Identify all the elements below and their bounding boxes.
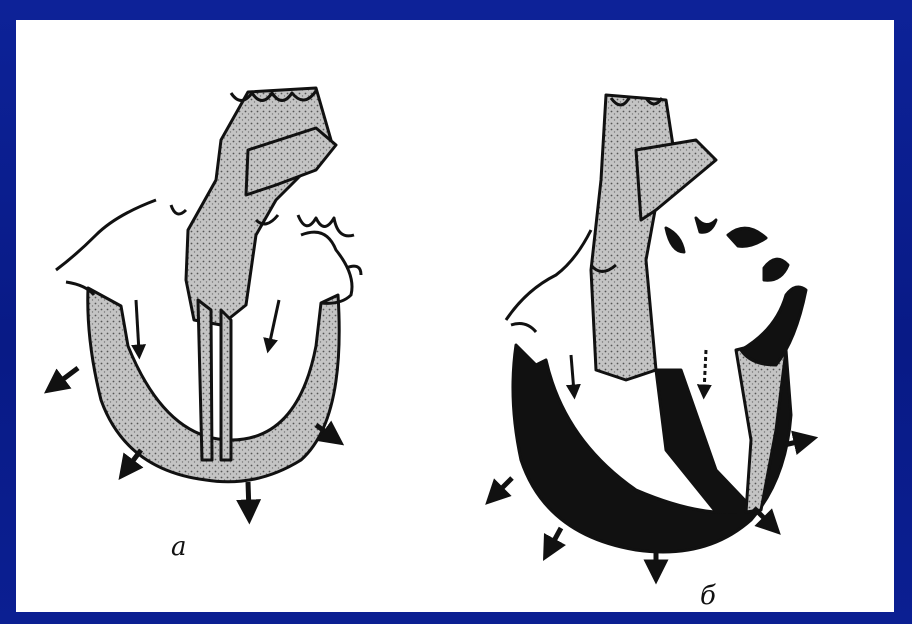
panel-label-a: а [171,532,187,562]
heart-panel-b [494,95,806,572]
left-atrium-outline-a [56,200,156,270]
left-atrium-outline-b [506,230,591,320]
heart-panel-a [54,88,361,512]
atrium-dark-b [741,287,806,365]
aortic-branch-b [636,140,716,220]
septum-dark-b [656,370,756,512]
right-atrium-outline-a [301,232,352,303]
panel-label-b: б [700,581,716,611]
septum-a [198,300,212,460]
great-vessels-b [591,95,676,380]
figure-canvas: а б [16,20,894,612]
heart-diagrams [16,20,894,612]
great-vessels-a [186,88,331,325]
